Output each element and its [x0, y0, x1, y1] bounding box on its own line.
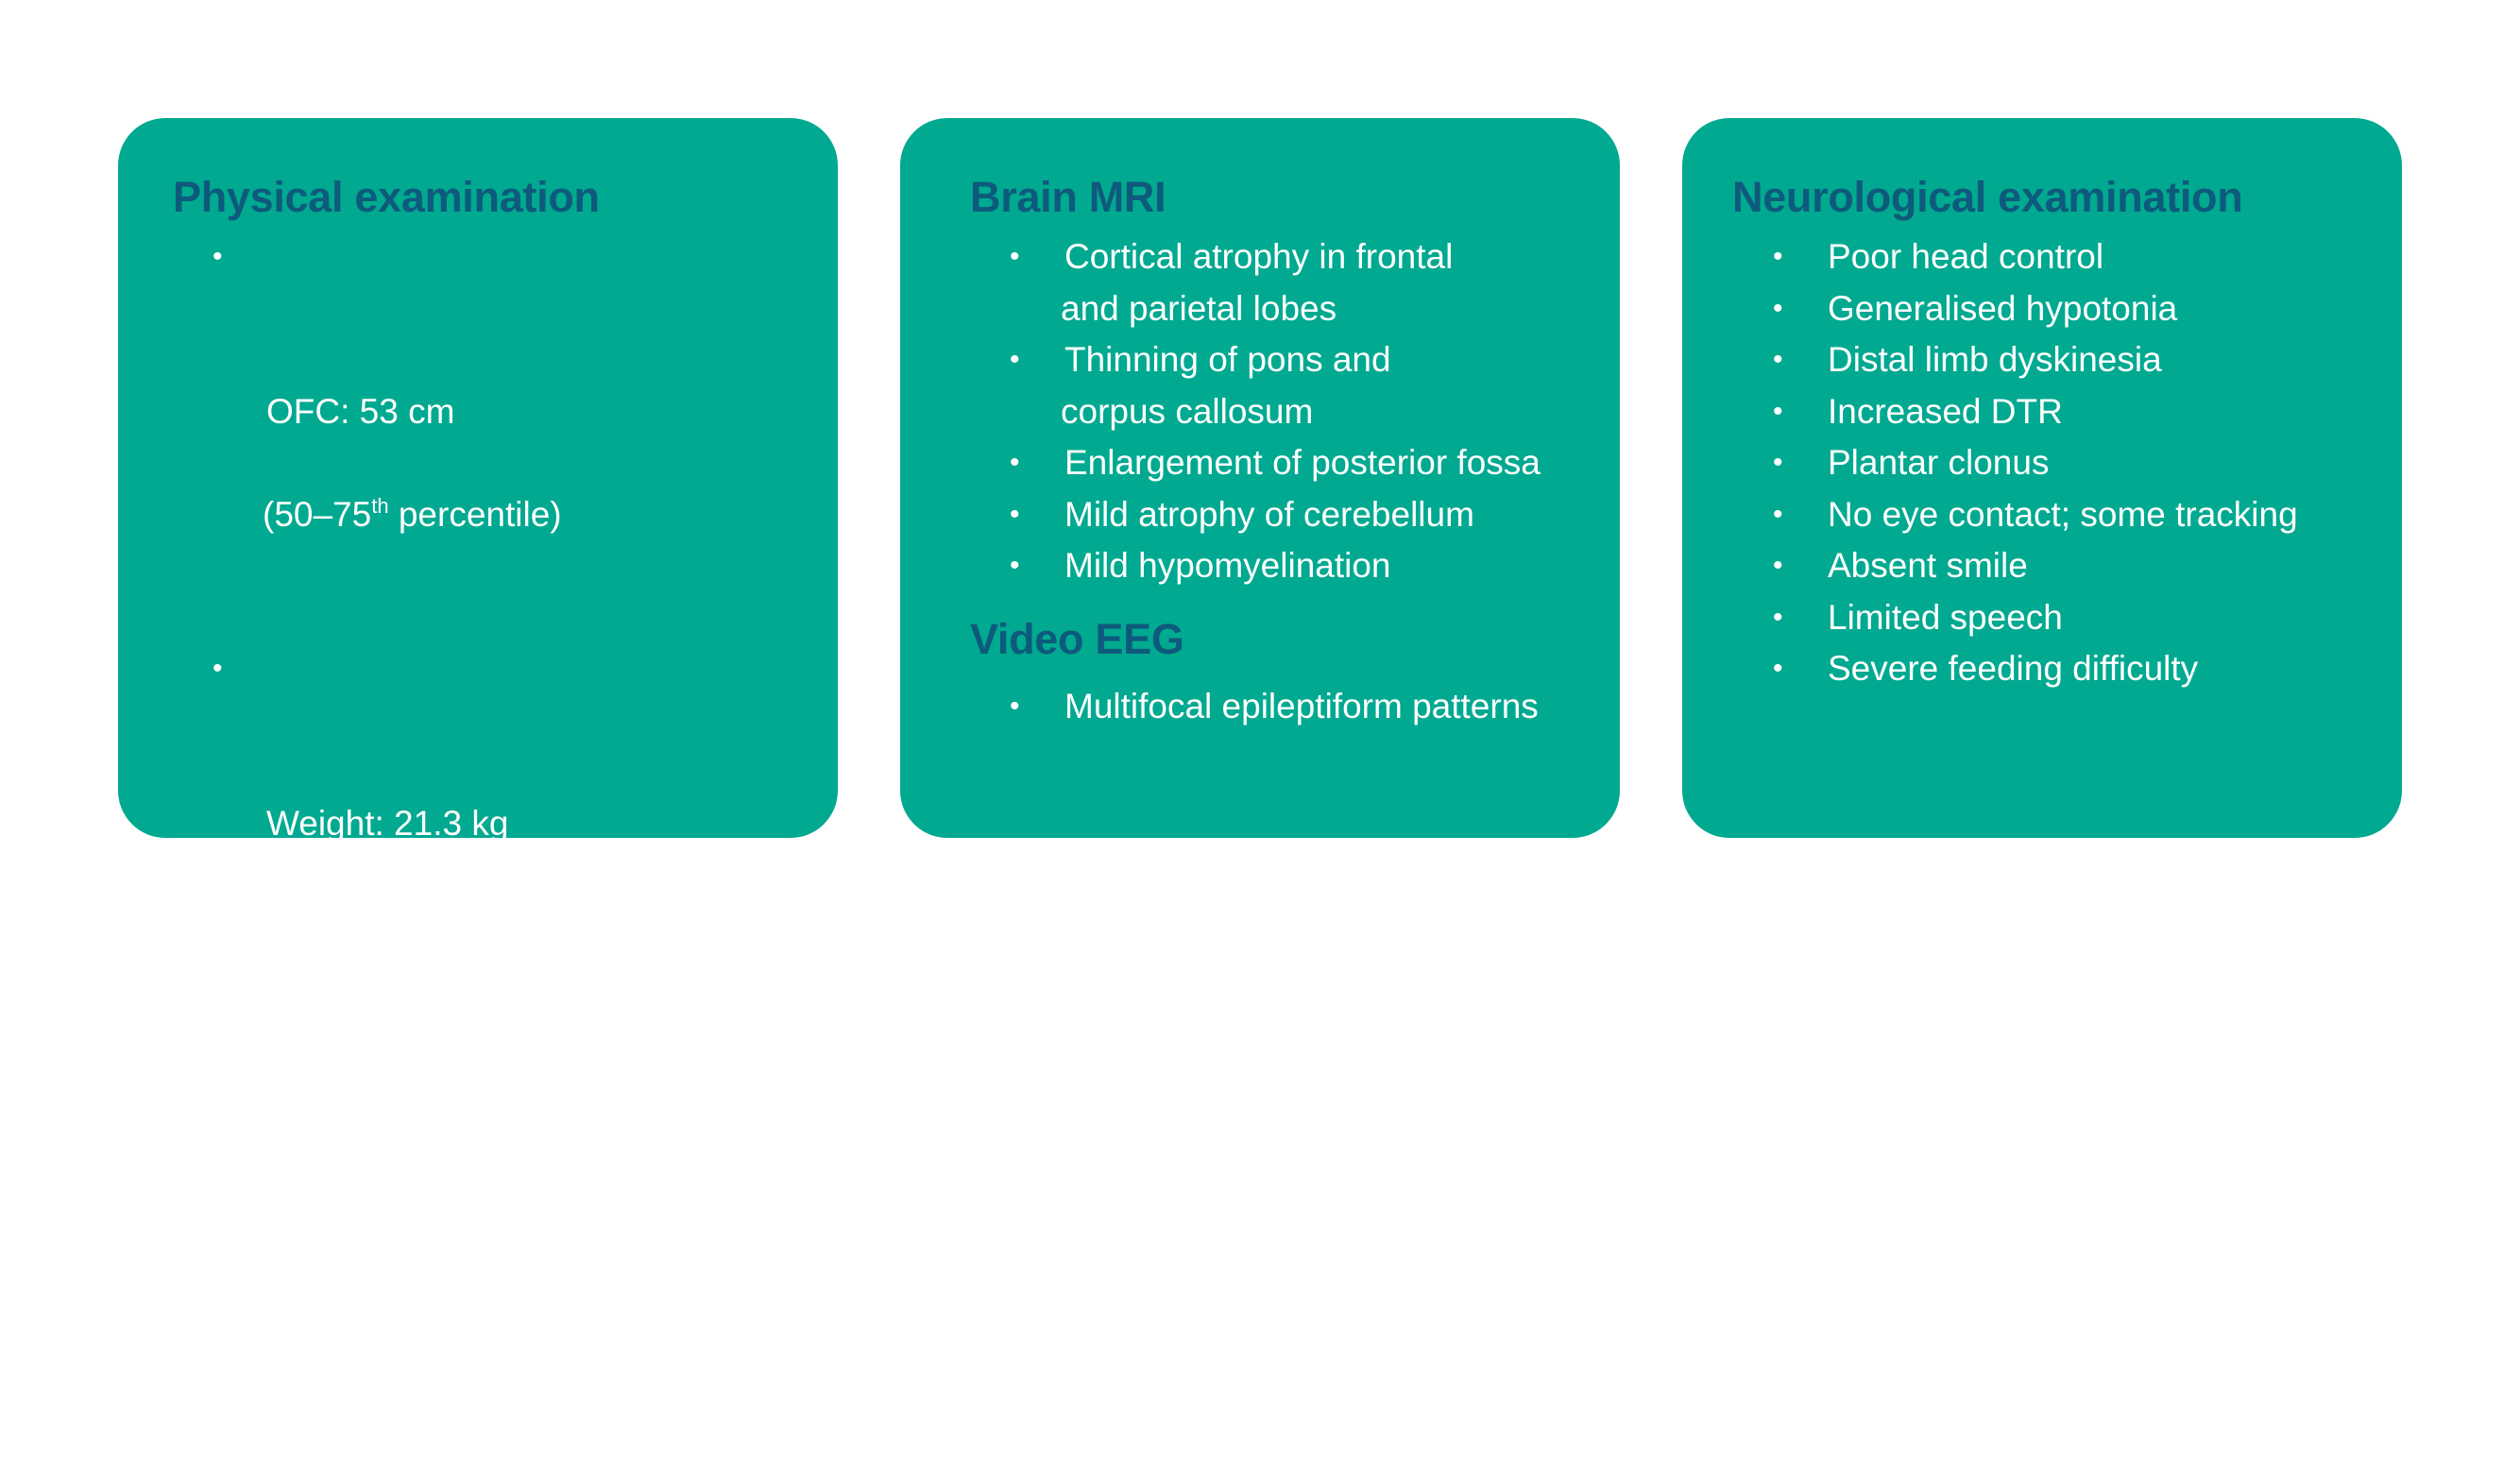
item-line: Mild hypomyelination — [1064, 546, 1391, 585]
list-item: • Increased DTR — [1682, 386, 2402, 438]
list-item: • Plantar clonus — [1682, 437, 2402, 489]
list-item: • Thinning of pons and corpus callosum — [900, 334, 1620, 437]
bullet-icon: • — [1010, 690, 1020, 722]
bullet-icon: • — [1773, 241, 1783, 272]
video-eeg-list: • Multifocal epileptiform patterns — [900, 681, 1620, 733]
item-line: (50–75th percentile) — [263, 493, 562, 534]
list-item: • Generalised hypotonia — [1682, 283, 2402, 335]
item-line: Enlargement of posterior fossa — [1064, 443, 1541, 482]
item-line: and parietal lobes — [1061, 288, 1337, 328]
list-item: • Multifocal epileptiform patterns — [900, 681, 1620, 733]
list-item: • Distal limb dyskinesia — [1682, 334, 2402, 386]
bullet-icon: • — [1773, 292, 1783, 324]
bullet-icon: • — [1773, 601, 1783, 633]
bullet-icon: • — [1773, 550, 1783, 581]
item-line: Mild atrophy of cerebellum — [1064, 494, 1474, 534]
list-item: • Length: 128 cm (50th percentile) — [118, 1055, 838, 1467]
bullet-icon: • — [1010, 447, 1020, 478]
brain-mri-panel: Brain MRI • Cortical atrophy in frontal an… — [900, 118, 1620, 838]
neurological-examination-list: • Poor head control • Generalised hypotonia… — [1682, 231, 2402, 695]
list-item: • Enlargement of posterior fossa — [900, 437, 1620, 489]
list-item: • Weight: 21.3 kg (10th percentile) — [118, 643, 838, 1055]
item-text: Generalised hypotonia — [1828, 288, 2178, 328]
bullet-icon: • — [1010, 241, 1020, 272]
bullet-icon: • — [213, 241, 223, 272]
item-text: Poor head control — [1828, 237, 2104, 276]
item-line: Length: 128 cm — [266, 1215, 508, 1254]
list-item: • OFC: 53 cm (50–75th percentile) — [118, 231, 838, 643]
item-line: Thinning of pons and — [1064, 340, 1391, 379]
physical-examination-panel: Physical examination • OFC: 53 cm (50–75… — [118, 118, 838, 1357]
bullet-icon: • — [1773, 344, 1783, 375]
physical-examination-heading: Physical examination — [173, 173, 600, 221]
bullet-icon: • — [1773, 653, 1783, 684]
item-text: Plantar clonus — [1828, 443, 2050, 482]
brain-mri-heading: Brain MRI — [970, 173, 1166, 221]
list-item: • Severe feeding difficulty — [1682, 643, 2402, 695]
item-line: corpus callosum — [1061, 391, 1314, 431]
bullet-icon: • — [1010, 344, 1020, 375]
physical-examination-list: • OFC: 53 cm (50–75th percentile) • Weig… — [118, 231, 838, 1467]
item-line: Multifocal epileptiform patterns — [1064, 686, 1539, 725]
bullet-icon: • — [1010, 498, 1020, 530]
item-line: Weight: 21.3 kg — [266, 803, 509, 843]
list-item: • No eye contact; some tracking — [1682, 489, 2402, 541]
bullet-icon: • — [213, 1065, 223, 1096]
video-eeg-heading: Video EEG — [970, 614, 1184, 663]
list-item: • Absent smile — [1682, 540, 2402, 592]
neurological-examination-panel: Neurological examination • Poor head cont… — [1682, 118, 2402, 838]
brain-mri-list: • Cortical atrophy in frontal and parietal… — [900, 231, 1620, 592]
list-item: • Mild atrophy of cerebellum — [900, 489, 1620, 541]
bullet-icon: • — [1773, 498, 1783, 530]
item-text: Increased DTR — [1828, 391, 2063, 431]
list-item: • Mild hypomyelination — [900, 540, 1620, 592]
bullet-icon: • — [1010, 550, 1020, 581]
item-line: (50th percentile) — [263, 1317, 503, 1357]
item-line: OFC: 53 cm — [266, 391, 455, 431]
item-text: Absent smile — [1828, 546, 2028, 585]
item-text: No eye contact; some tracking — [1828, 494, 2298, 534]
neurological-examination-heading: Neurological examination — [1732, 173, 2243, 221]
list-item: • Cortical atrophy in frontal and parietal… — [900, 231, 1620, 334]
item-text: Severe feeding difficulty — [1828, 649, 2199, 688]
item-text: Distal limb dyskinesia — [1828, 340, 2162, 379]
item-text: Limited speech — [1828, 597, 2063, 637]
list-item: • Poor head control — [1682, 231, 2402, 283]
item-line: Cortical atrophy in frontal — [1064, 237, 1454, 276]
list-item: • Limited speech — [1682, 592, 2402, 644]
bullet-icon: • — [1773, 447, 1783, 478]
bullet-icon: • — [213, 653, 223, 684]
bullet-icon: • — [1773, 395, 1783, 427]
item-line: (10th percentile) — [263, 905, 503, 946]
